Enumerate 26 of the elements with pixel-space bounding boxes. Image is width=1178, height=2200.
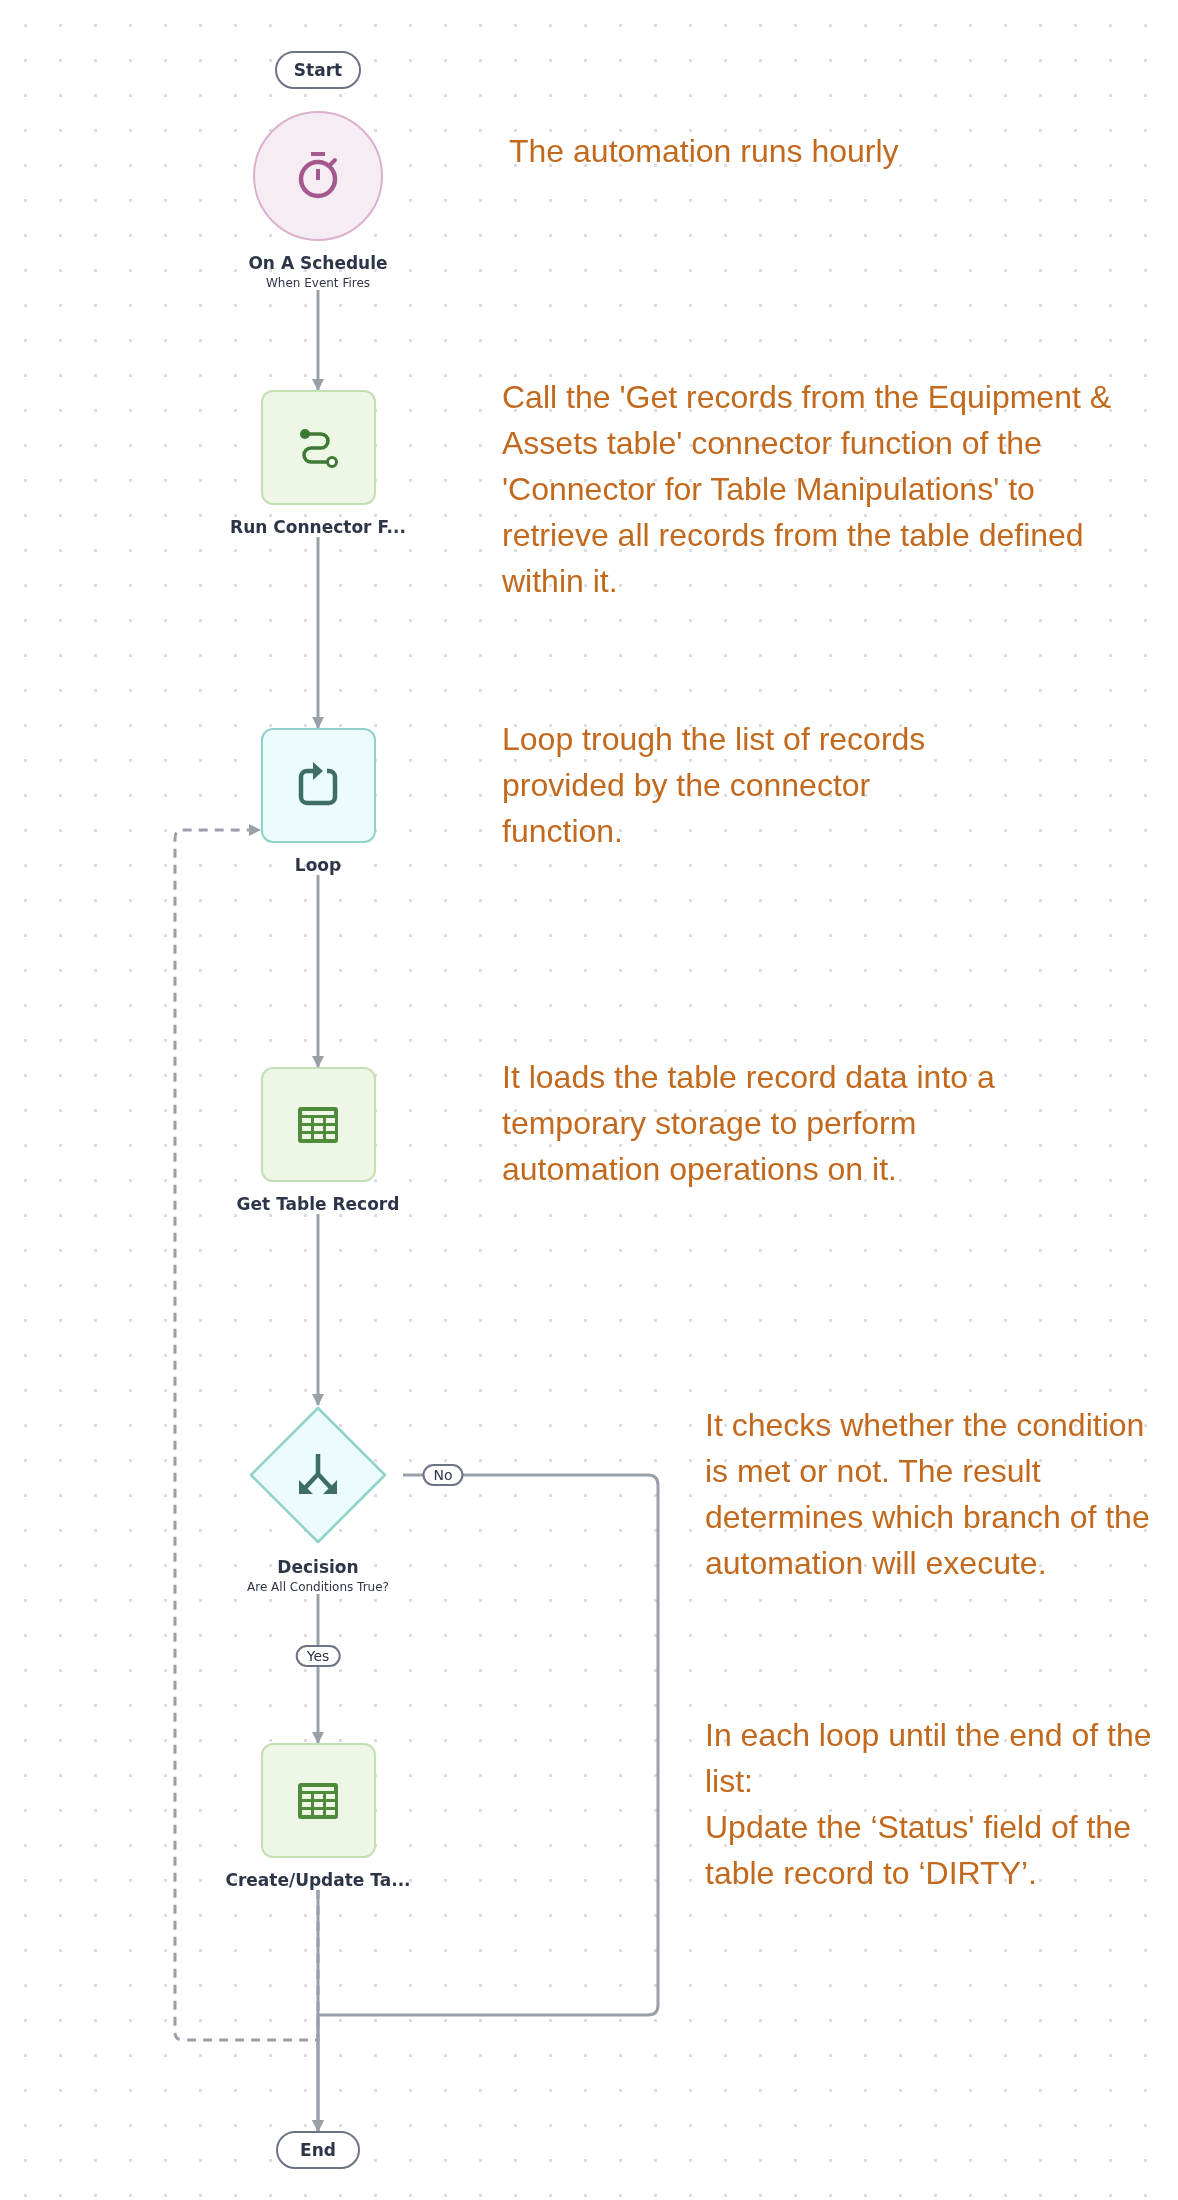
terminal-pill: Start — [275, 51, 361, 89]
node-title: Loop — [294, 855, 342, 875]
node-title: Get Table Record — [236, 1194, 400, 1214]
dashed-arrow — [173, 824, 320, 2042]
node-subtitle: Are All Conditions True? — [247, 1580, 389, 1594]
annotation-text: It loads the table record data into a temporary storage to perform automation operations on it. — [502, 1058, 996, 1189]
edge-label: No — [422, 1464, 464, 1486]
annotation-text: In each loop until the end of the list: — [705, 1716, 1153, 1801]
node-title: Decision — [277, 1557, 359, 1577]
arrow — [312, 1214, 324, 1406]
node-title: Create/Update Ta... — [225, 1870, 411, 1890]
arrow — [312, 290, 324, 391]
annotation-text: The automation runs hourly — [509, 132, 900, 171]
arrow — [312, 1890, 324, 2132]
arrow — [312, 537, 324, 729]
arrow — [312, 1594, 324, 1744]
edge-label: Yes — [295, 1645, 341, 1667]
node-title: On A Schedule — [248, 253, 388, 273]
node-title: Run Connector F... — [230, 517, 406, 537]
node-subtitle: When Event Fires — [265, 276, 371, 290]
annotation-text: Loop trough the list of records provided by the connector function. — [502, 720, 927, 851]
arrow — [312, 875, 324, 1068]
terminal-pill: End — [276, 2131, 360, 2169]
annotation-text: Call the 'Get records from the Equipment & Assets table' connector function of the 'Connector for Table Manipulations' to retrieve all records from the table defined within it. — [502, 378, 1113, 601]
annotation-text: It checks whether the condition is met or not. The result determines which branch of the automation will execute. — [705, 1406, 1151, 1583]
annotation-text: Update the ‘Status' field of the table record to ‘DIRTY’. — [705, 1808, 1132, 1893]
